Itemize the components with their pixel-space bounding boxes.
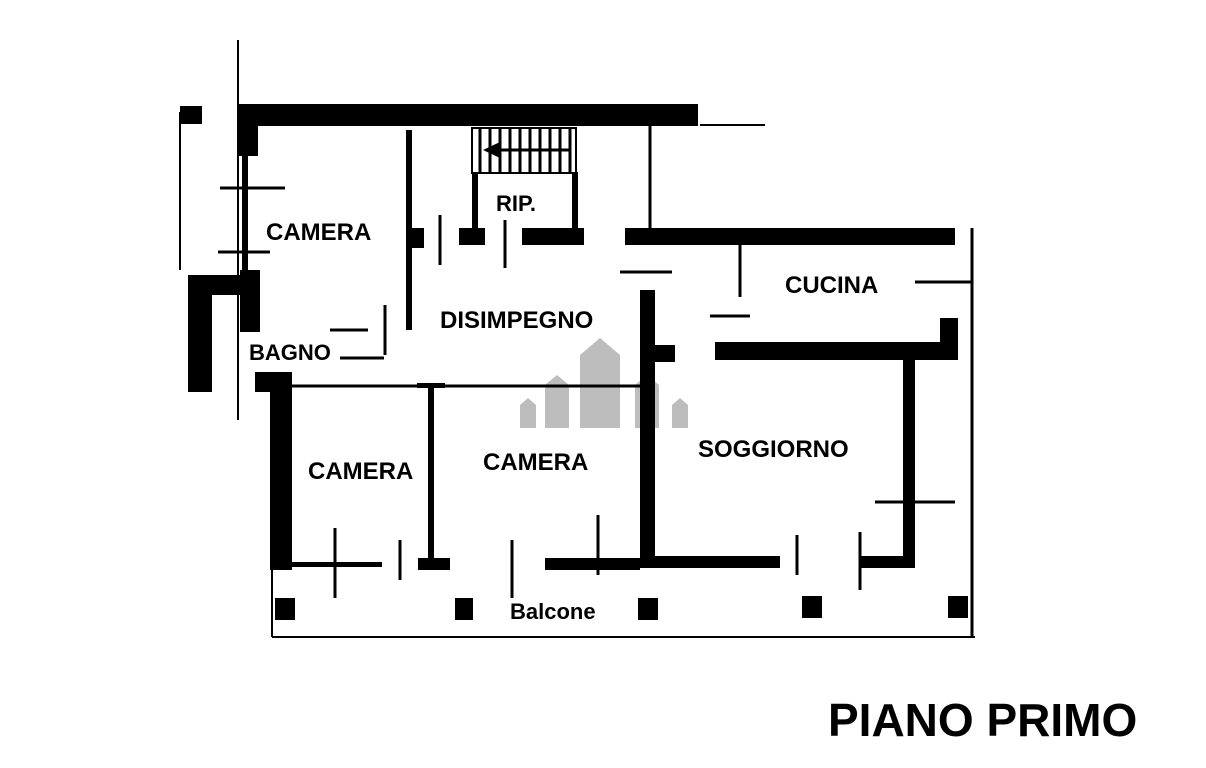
room-label-camera-mid: CAMERA bbox=[483, 449, 588, 476]
wall bbox=[242, 156, 248, 274]
balcony-columns bbox=[275, 596, 968, 620]
wall bbox=[238, 104, 258, 156]
room-label-camera-top: CAMERA bbox=[266, 219, 371, 246]
room-label-balcone: Balcone bbox=[510, 599, 596, 624]
room-label-bagno: BAGNO bbox=[249, 340, 331, 365]
wall bbox=[625, 228, 955, 245]
wall bbox=[240, 270, 260, 332]
wall bbox=[472, 172, 478, 232]
wall bbox=[903, 360, 915, 565]
room-label-disimpegno: DISIMPEGNO bbox=[440, 307, 593, 334]
plan-title: PIANO PRIMO bbox=[828, 694, 1137, 746]
wall bbox=[572, 172, 578, 232]
room-label-soggiorno: SOGGIORNO bbox=[698, 436, 849, 463]
column bbox=[455, 598, 473, 620]
wall bbox=[715, 342, 958, 360]
stair-arrow-head bbox=[483, 142, 500, 158]
walls bbox=[180, 104, 958, 570]
wall bbox=[428, 385, 434, 560]
column bbox=[638, 598, 658, 620]
wall bbox=[860, 556, 915, 568]
wall bbox=[640, 556, 780, 568]
wall bbox=[522, 228, 584, 245]
wall bbox=[292, 562, 382, 567]
wall bbox=[640, 290, 655, 562]
wall bbox=[545, 558, 640, 570]
wall bbox=[238, 104, 698, 126]
wall bbox=[406, 130, 412, 330]
wall bbox=[655, 345, 675, 362]
wall bbox=[188, 275, 212, 392]
wall bbox=[418, 558, 450, 570]
wall bbox=[180, 106, 202, 124]
watermark-logo bbox=[520, 338, 688, 428]
column bbox=[948, 596, 968, 618]
room-label-camera-left: CAMERA bbox=[308, 458, 413, 485]
wall bbox=[459, 228, 485, 245]
thin-lines bbox=[218, 126, 975, 638]
wall bbox=[940, 318, 958, 360]
column bbox=[802, 596, 822, 618]
wall bbox=[412, 228, 424, 248]
room-label-cucina: CUCINA bbox=[785, 272, 878, 299]
wall bbox=[270, 372, 292, 570]
staircase bbox=[471, 127, 577, 174]
room-label-rip: RIP. bbox=[496, 191, 536, 216]
column bbox=[275, 598, 295, 620]
